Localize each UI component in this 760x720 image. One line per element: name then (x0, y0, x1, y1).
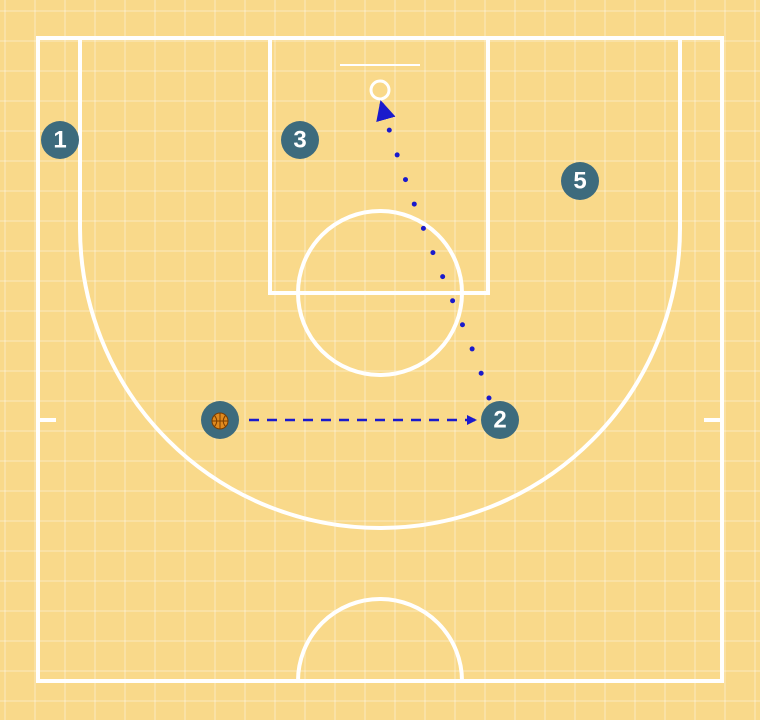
player-2: 2 (481, 401, 519, 439)
player-5-label: 5 (573, 168, 586, 195)
player-3-label: 3 (293, 127, 306, 154)
three-point-line (78, 38, 682, 530)
player-2-label: 2 (493, 407, 506, 434)
court-boundary (36, 36, 724, 683)
basket-rim (369, 79, 391, 101)
player-3: 3 (281, 121, 319, 159)
center-circle (296, 597, 464, 682)
free-throw-lane (268, 36, 490, 295)
play-actions (249, 99, 492, 425)
player-1: 1 (41, 121, 79, 159)
player-5: 5 (561, 162, 599, 200)
basketball-icon (211, 412, 229, 430)
player-4-with-ball (201, 401, 239, 439)
free-throw-circle (296, 209, 464, 377)
dotted-path-2-to-basket (376, 99, 492, 401)
court-lines (36, 36, 724, 683)
player-1-label: 1 (53, 127, 66, 154)
